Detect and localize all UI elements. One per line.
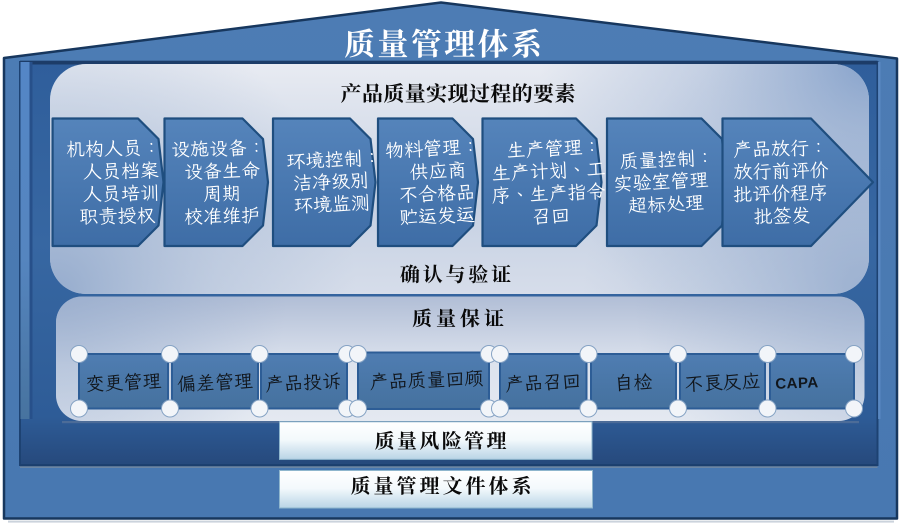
svg-text:CAPA: CAPA [775, 374, 819, 393]
